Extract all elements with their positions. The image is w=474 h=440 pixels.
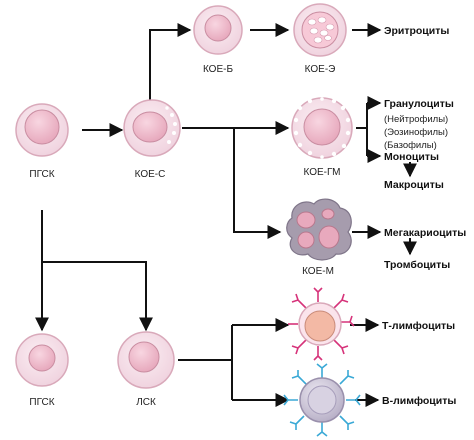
edges (35, 23, 417, 407)
cell-nucleus (132, 111, 168, 143)
label-neutrophils: (Нейтрофилы) (384, 114, 448, 125)
cell-nucleus (318, 225, 340, 249)
cell-nucleus (24, 109, 60, 145)
cell-koe-e (293, 3, 347, 57)
cell-granules (307, 16, 335, 44)
label-granulocytes: Гранулоциты (384, 98, 454, 110)
cell-nucleus (204, 14, 232, 42)
cell-granules (165, 106, 177, 144)
label-koe-e: КОЕ-Э (305, 64, 336, 75)
label-thrombocytes: Тромбоциты (384, 259, 450, 271)
label-koe-s: КОЕ-С (135, 169, 166, 180)
label-koe-b: КОЕ-Б (203, 64, 233, 75)
label-koe-m: КОЕ-М (302, 266, 334, 277)
cell-t-lymphocyte (288, 287, 355, 361)
label-lsk: ЛСК (136, 397, 156, 408)
cell-body (286, 198, 352, 261)
label-megakaryocytes: Мегакариоциты (384, 227, 466, 239)
cell-pgsk-top (15, 103, 69, 157)
edge-pgsk-to-lsk (42, 261, 153, 332)
label-basophils: (Базофилы) (384, 140, 437, 151)
cell-koe-m (286, 198, 352, 261)
cell-nucleus (297, 231, 315, 249)
cell-koe-s (123, 99, 181, 157)
edge-koe-s-to-koe-m (233, 128, 282, 239)
label-pgsk-top: ПГСК (29, 169, 54, 180)
label-koe-gm: КОЕ-ГМ (303, 167, 340, 178)
label-macrocytes: Макроциты (384, 179, 444, 191)
label-eosinophils: (Эозинофилы) (384, 127, 448, 138)
cell-nucleus (304, 310, 336, 342)
label-b-lymphocytes: В-лимфоциты (382, 395, 456, 407)
b-receptor-markers (283, 363, 361, 437)
t-receptor-markers (288, 287, 355, 361)
cell-lsk (117, 331, 175, 389)
label-t-lymphocytes: Т-лимфоциты (382, 320, 455, 332)
label-erythrocytes: Эритроциты (384, 25, 449, 37)
cell-nucleus (28, 344, 56, 372)
cell-koe-b (193, 5, 243, 55)
label-monocytes: Моноциты (384, 151, 439, 163)
cell-nucleus (307, 385, 337, 415)
cell-pgsk-bottom (15, 333, 69, 387)
cell-nucleus (321, 208, 335, 220)
label-pgsk-bottom: ПГСК (29, 397, 54, 408)
cell-nucleus (303, 108, 341, 146)
cell-nucleus (296, 211, 316, 229)
edge-koe-s-to-koe-b (149, 23, 192, 100)
cell-b-lymphocyte (283, 363, 361, 437)
cell-nucleus (128, 341, 160, 373)
cell-koe-gm (291, 97, 353, 159)
cell-granules (293, 97, 351, 159)
